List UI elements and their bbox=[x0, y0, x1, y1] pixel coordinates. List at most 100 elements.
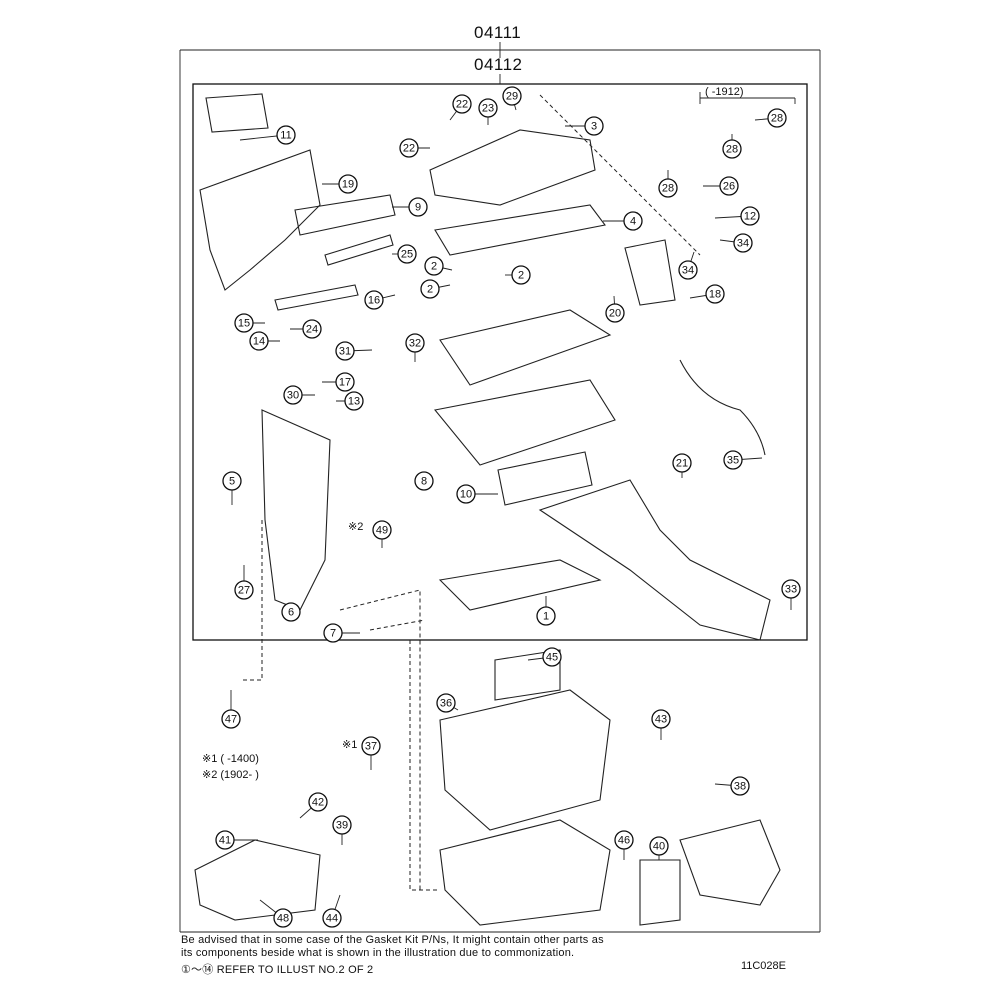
callout-number: 46 bbox=[618, 835, 630, 847]
callout-25: 25 bbox=[392, 244, 417, 264]
callout-number: 27 bbox=[238, 585, 250, 597]
callout-number: 6 bbox=[288, 607, 294, 619]
callout-24: 24 bbox=[290, 319, 322, 339]
callout-36: 36 bbox=[436, 693, 459, 713]
oil-filter-part bbox=[639, 859, 681, 926]
callout-number: 5 bbox=[229, 476, 235, 488]
callout-1: 1 bbox=[536, 596, 556, 626]
callout-number: 29 bbox=[506, 91, 518, 103]
callout-number: 23 bbox=[482, 103, 494, 115]
callout-40: 40 bbox=[649, 836, 669, 860]
timing-cover-part bbox=[261, 409, 331, 611]
callout-number: 10 bbox=[460, 489, 472, 501]
callout-number: 42 bbox=[312, 797, 324, 809]
callout-circle bbox=[651, 709, 671, 729]
note-mark-1: ※1 ( -1400) bbox=[202, 753, 259, 765]
callout-number: 13 bbox=[348, 396, 360, 408]
callout-number: 22 bbox=[456, 99, 468, 111]
callout-number: 12 bbox=[744, 211, 756, 223]
head-gasket-part bbox=[438, 559, 602, 611]
callout-circle bbox=[364, 290, 384, 310]
camshaft-housing-part bbox=[439, 309, 612, 386]
callout-circle bbox=[408, 197, 428, 217]
callout-circle bbox=[397, 244, 417, 264]
callout-number: 34 bbox=[737, 238, 749, 250]
callout-circle bbox=[221, 709, 241, 729]
callout-number: 8 bbox=[421, 476, 427, 488]
callout-number: 33 bbox=[785, 584, 797, 596]
callout-circle bbox=[335, 372, 355, 392]
callout-number: 2 bbox=[427, 284, 433, 296]
callout-circle bbox=[335, 341, 355, 361]
callout-circle bbox=[372, 520, 392, 540]
callout-18: 18 bbox=[689, 284, 725, 304]
callout-circle bbox=[249, 331, 269, 351]
callout-number: 16 bbox=[368, 295, 380, 307]
callout-number: 34 bbox=[682, 265, 694, 277]
callout-number: 38 bbox=[734, 781, 746, 793]
callout-circle bbox=[740, 206, 760, 226]
callout-circle bbox=[452, 94, 472, 114]
callout-number: 30 bbox=[287, 390, 299, 402]
delivery-pipe-part bbox=[274, 284, 359, 311]
callout-32: 32 bbox=[405, 333, 425, 362]
callout-circle bbox=[283, 385, 303, 405]
cylinder-head-part bbox=[433, 379, 616, 466]
callout-circle bbox=[281, 602, 301, 622]
callout-2: 2 bbox=[424, 256, 453, 276]
callout-number: 3 bbox=[591, 121, 597, 133]
callout-26: 26 bbox=[703, 176, 739, 196]
water-pump-part bbox=[194, 839, 321, 921]
thermostat-housing-part bbox=[624, 239, 676, 306]
callout-number: 28 bbox=[771, 113, 783, 125]
callout-27: 27 bbox=[234, 565, 254, 600]
inner-frame bbox=[192, 83, 808, 641]
cylinder-head-cover-part bbox=[429, 129, 596, 206]
callout-28: 28 bbox=[722, 134, 742, 159]
dipstick-guide-part bbox=[679, 359, 766, 456]
callout-34: 34 bbox=[678, 251, 698, 280]
callout-number: 48 bbox=[277, 913, 289, 925]
callout-number: 36 bbox=[440, 698, 452, 710]
callout-circle bbox=[436, 693, 456, 713]
bracket-part bbox=[494, 649, 561, 701]
callout-circle bbox=[308, 792, 328, 812]
upper-range-bracket bbox=[699, 92, 796, 104]
callout-number: 2 bbox=[518, 270, 524, 282]
callout-46: 46 bbox=[614, 830, 634, 860]
intake-manifold-part bbox=[199, 149, 321, 291]
callout-circle bbox=[536, 606, 556, 626]
callout-circle bbox=[542, 647, 562, 667]
alignment-lines bbox=[240, 94, 701, 891]
callout-circle bbox=[678, 260, 698, 280]
callout-number: 2 bbox=[431, 261, 437, 273]
callout-circle bbox=[511, 265, 531, 285]
callout-circle bbox=[234, 580, 254, 600]
callout-16: 16 bbox=[364, 290, 396, 310]
callout-22: 22 bbox=[399, 138, 430, 158]
callout-41: 41 bbox=[215, 830, 258, 850]
callout-number: 41 bbox=[219, 835, 231, 847]
callout-30: 30 bbox=[283, 385, 315, 405]
callout-number: 47 bbox=[225, 714, 237, 726]
callout-number: 32 bbox=[409, 338, 421, 350]
callout-37: 37 bbox=[361, 736, 381, 770]
callout-circle bbox=[478, 98, 498, 118]
callout-number: 44 bbox=[326, 913, 338, 925]
callout-43: 43 bbox=[651, 709, 671, 740]
callout-circle bbox=[781, 579, 801, 599]
callout-number: 45 bbox=[546, 652, 558, 664]
callout-number: 40 bbox=[653, 841, 665, 853]
callout-28: 28 bbox=[754, 108, 787, 128]
cylinder-block-part bbox=[439, 689, 611, 831]
callout-48: 48 bbox=[259, 899, 293, 928]
callout-number: 31 bbox=[339, 346, 351, 358]
callout-2: 2 bbox=[505, 265, 531, 285]
callout-circle bbox=[722, 139, 742, 159]
callout-circle bbox=[658, 178, 678, 198]
kit-number-outer: 04111 bbox=[474, 23, 522, 42]
part-outlines bbox=[194, 93, 781, 926]
callout-number: 24 bbox=[306, 324, 318, 336]
